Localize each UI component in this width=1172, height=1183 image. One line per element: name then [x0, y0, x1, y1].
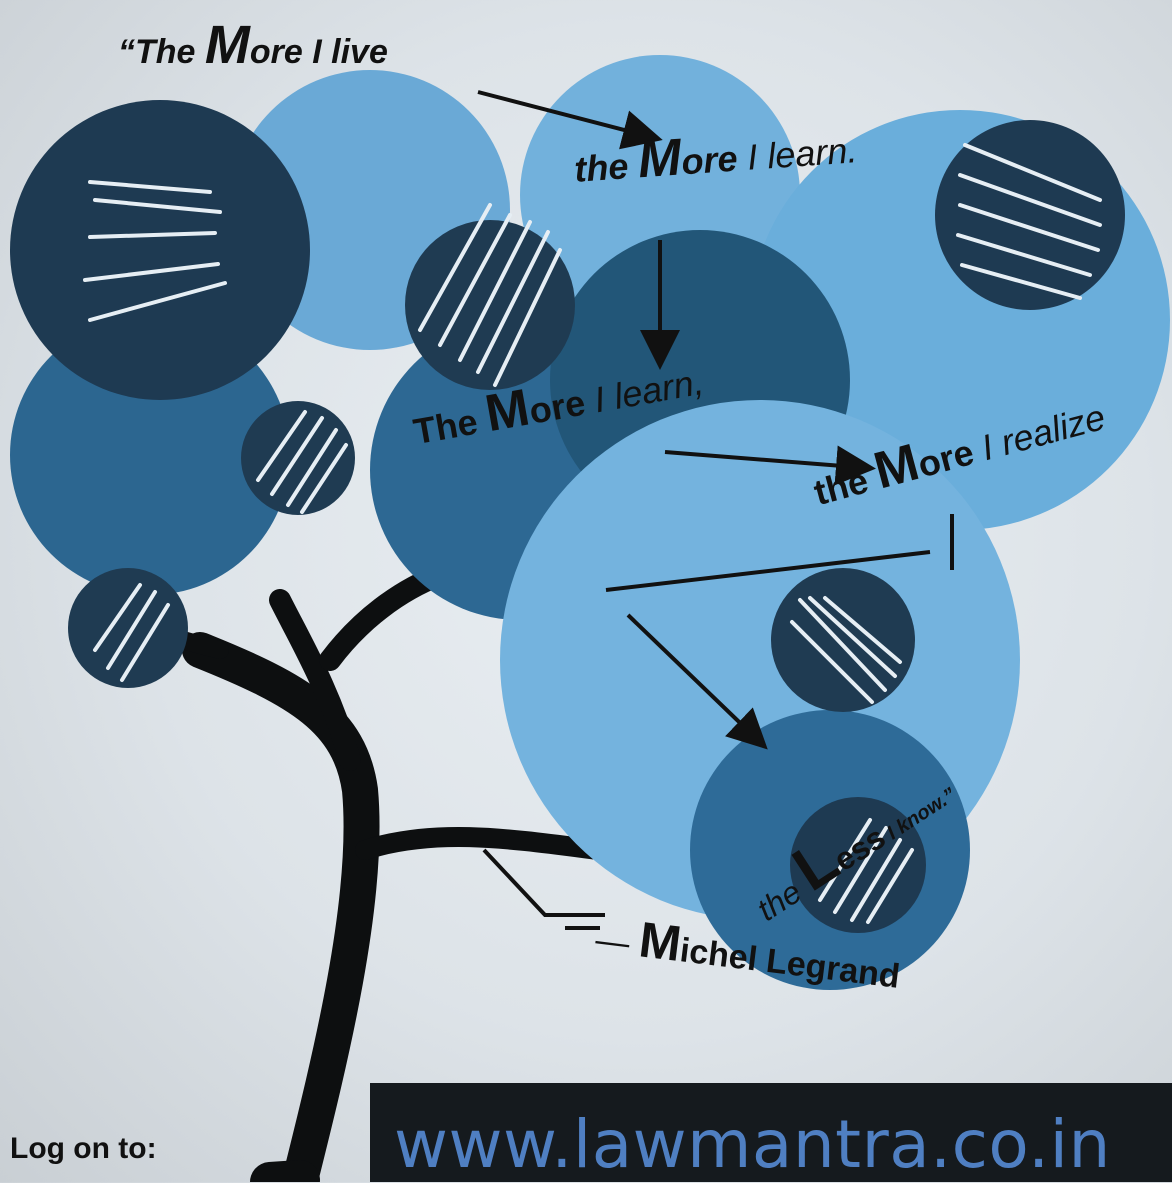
quote-line-2-the: the — [572, 144, 640, 190]
footer-url-banner — [370, 1083, 1172, 1182]
quote-line-1-capital: M — [204, 15, 250, 75]
quote-line-2-rest: I learn. — [735, 129, 859, 179]
tree-foliage — [10, 55, 1170, 990]
attribution-dash: ― — [593, 920, 642, 964]
hatch-lines — [83, 143, 1102, 924]
quote-line-2-capital: M — [635, 128, 684, 190]
quote-arrows — [477, 90, 954, 930]
footer-url-link[interactable]: www.lawmantra.co.in — [394, 1106, 1111, 1183]
quote-line-3-capital: M — [481, 378, 534, 444]
quote-line-1: “The More I live — [118, 14, 388, 76]
quote-line-3-ore: ore — [525, 381, 589, 432]
quote-line-2-ore: ore — [680, 137, 739, 183]
attribution-capital: M — [636, 911, 685, 972]
quote-line-1-rest: ore I live — [249, 33, 388, 71]
quote-line-1-prefix: “The — [118, 33, 205, 71]
quote-line-3-the: The — [410, 398, 491, 453]
footer-label: Log on to: — [10, 1132, 157, 1165]
